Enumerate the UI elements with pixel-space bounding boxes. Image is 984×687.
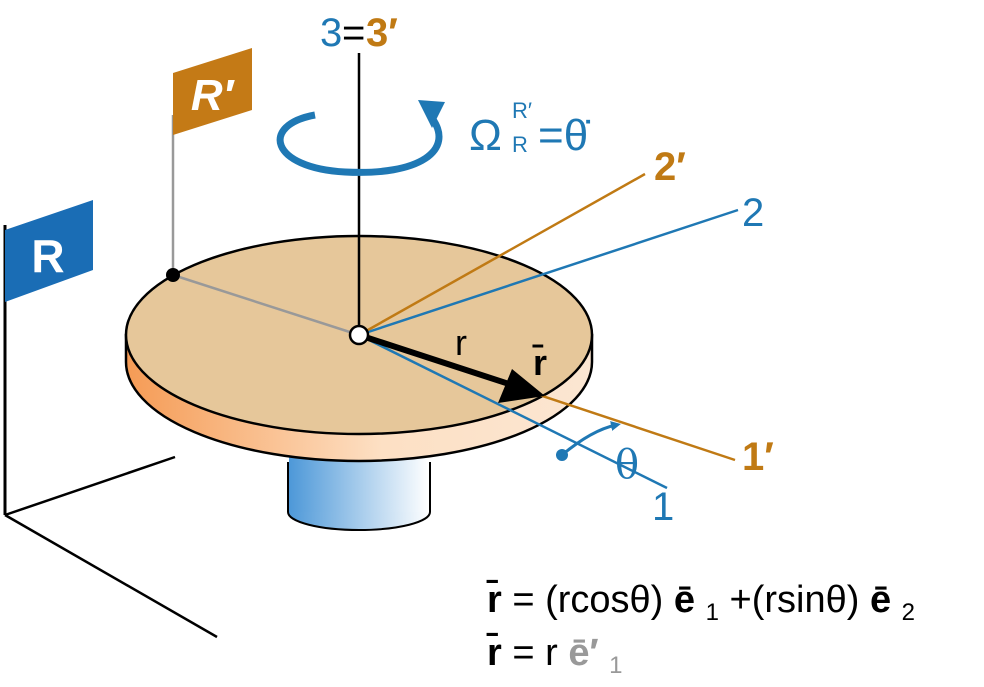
angular-velocity-label: Ω R′ R =θ̇ bbox=[469, 98, 590, 160]
rotation-arrow bbox=[276, 100, 445, 176]
axis2-prime-label: 2′ bbox=[654, 145, 686, 189]
omega-superscript: R′ bbox=[512, 98, 532, 123]
fixed-frame-flag: R bbox=[5, 200, 93, 302]
axis2-label: 2 bbox=[742, 191, 764, 235]
eq1-sub1: 1 bbox=[706, 599, 719, 626]
axis3-label: 3 bbox=[320, 11, 342, 55]
equation-rotating: r̄ = r ē′ 1 bbox=[486, 632, 622, 679]
axis1-prime-label: 1′ bbox=[742, 435, 774, 479]
eq1-lhs: r̄ bbox=[486, 579, 502, 621]
axis3-equals: = bbox=[342, 11, 365, 55]
axis3-prime-label: 3′ bbox=[366, 11, 398, 55]
eq2-mid: = r bbox=[512, 632, 558, 674]
fixed-frame-label: R bbox=[31, 230, 64, 282]
rotating-frame-label: R′ bbox=[191, 71, 236, 120]
eq1-sub2: 2 bbox=[902, 599, 915, 626]
center-point bbox=[348, 324, 370, 346]
support-cylinder bbox=[287, 455, 431, 531]
eq1-mid2: +(rsinθ) bbox=[730, 579, 860, 621]
eq1-e1: ē bbox=[674, 579, 695, 621]
eq2-e: ē′ bbox=[568, 632, 598, 674]
position-vector bbox=[358, 332, 545, 403]
equation-cartesian: r̄ = (rcosθ) ē 1 +(rsinθ) ē 2 bbox=[486, 579, 915, 629]
omega-subscript: R bbox=[512, 132, 528, 157]
theta-label: θ bbox=[615, 442, 639, 488]
r-magnitude-label: r bbox=[455, 322, 467, 363]
omega-symbol: Ω bbox=[469, 111, 502, 160]
theta-arc bbox=[556, 421, 621, 461]
axis1-label: 1 bbox=[652, 485, 674, 529]
rotating-frame-flag: R′ bbox=[166, 48, 360, 337]
fixed-axes-12 bbox=[358, 208, 739, 490]
eq1-mid1: = (rcosθ) bbox=[512, 579, 663, 621]
eq2-lhs: r̄ bbox=[486, 632, 502, 674]
svg-text:r̄ = r ē′ 1: r̄ = r ē′ 1 bbox=[486, 632, 622, 679]
omega-rhs: =θ̇ bbox=[538, 111, 590, 160]
vertical-axis-label: 3 = 3′ bbox=[320, 11, 398, 55]
eq1-e2: ē bbox=[870, 579, 891, 621]
svg-text:r̄ = (rcosθ) ē: r̄ = (rcosθ) ē 1 +(rsinθ) ē 2 bbox=[486, 579, 915, 629]
r-vector-label: r̄ bbox=[532, 342, 547, 383]
eq2-sub: 1 bbox=[609, 652, 622, 679]
